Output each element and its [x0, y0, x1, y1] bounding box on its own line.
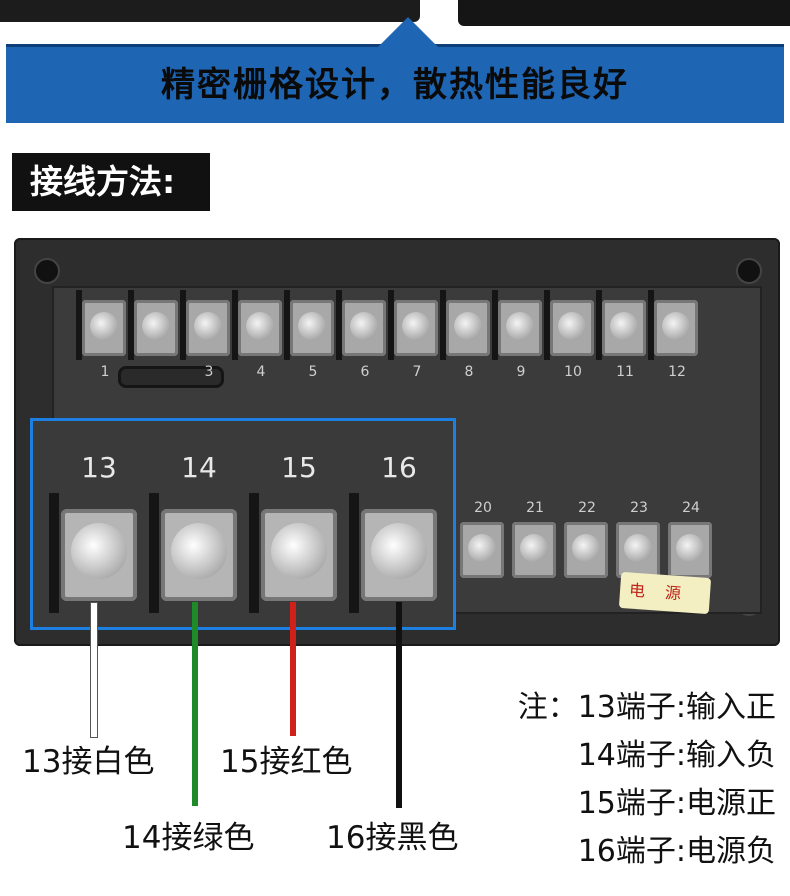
screw-terminal [342, 300, 386, 356]
terminal-divider [544, 290, 550, 360]
terminal-number: 9 [516, 364, 526, 380]
screw-terminal [186, 300, 230, 356]
feature-banner: 精密栅格设计，散热性能良好 [6, 17, 784, 123]
screw-terminal [654, 300, 698, 356]
screw-terminal [498, 300, 542, 356]
black-wire [396, 602, 402, 808]
screw-terminal [82, 300, 126, 356]
terminal-number: 1 [100, 364, 110, 380]
terminal-number: 3 [204, 364, 214, 380]
section-title: 接线方法: [12, 153, 210, 211]
big-screw-terminal [61, 509, 137, 601]
screw-terminal [134, 300, 178, 356]
terminal-number: 4 [256, 364, 266, 380]
terminal-divider [336, 290, 342, 360]
power-sticker: 电源 [618, 571, 712, 615]
banner-text: 精密栅格设计，散热性能良好 [161, 65, 629, 105]
screw-terminal [616, 522, 660, 578]
screw-terminal [550, 300, 594, 356]
screw-terminal [460, 522, 504, 578]
screw-terminal [394, 300, 438, 356]
terminal-divider [128, 290, 134, 360]
screw-terminal [290, 300, 334, 356]
terminal-number: 22 [578, 500, 596, 516]
terminal-divider [388, 290, 394, 360]
note-line-2: 14端子:输入负 [577, 738, 776, 773]
big-screw-terminal [261, 509, 337, 601]
big-terminal-number: 14 [181, 451, 217, 484]
terminal-number: 21 [526, 500, 544, 516]
terminal-number: 20 [474, 500, 492, 516]
terminal-number: 23 [630, 500, 648, 516]
screw-terminal [668, 522, 712, 578]
vent-slot [118, 366, 224, 388]
terminal-divider [49, 493, 59, 613]
device-edge-left [0, 0, 420, 22]
terminal-divider [440, 290, 446, 360]
terminal-divider [492, 290, 498, 360]
screw-terminal [602, 300, 646, 356]
terminal-divider [149, 493, 159, 613]
terminal-divider [249, 493, 259, 613]
terminal-number: 5 [308, 364, 318, 380]
screw-terminal [512, 522, 556, 578]
banner-arrow [378, 17, 438, 47]
note-line-1: 注：13端子:输入正 [517, 690, 776, 725]
terminal-number: 6 [360, 364, 370, 380]
device-edge-right [458, 0, 790, 26]
terminal-divider [180, 290, 186, 360]
terminal-number: 24 [682, 500, 700, 516]
mount-screw-icon [736, 258, 762, 284]
wire-label-16: 16接黑色 [326, 820, 459, 856]
terminal-number: 8 [464, 364, 474, 380]
terminal-divider [349, 493, 359, 613]
big-terminal-number: 15 [281, 451, 317, 484]
terminal-number: 7 [412, 364, 422, 380]
white-wire [90, 602, 98, 738]
terminal-divider [596, 290, 602, 360]
note-line-3: 15端子:电源正 [577, 786, 776, 821]
terminal-divider [76, 290, 82, 360]
power-input-terminal-block: 13 14 15 16 [30, 418, 456, 630]
mount-screw-icon [34, 258, 60, 284]
note-line-4: 16端子:电源负 [577, 834, 776, 869]
wire-label-13: 13接白色 [22, 744, 155, 780]
terminal-number: 12 [668, 364, 686, 380]
screw-terminal [238, 300, 282, 356]
terminal-number: 10 [564, 364, 582, 380]
big-screw-terminal [161, 509, 237, 601]
wire-label-15: 15接红色 [220, 744, 353, 780]
terminal-divider [284, 290, 290, 360]
terminal-divider [648, 290, 654, 360]
screw-terminal [564, 522, 608, 578]
terminal-divider [232, 290, 238, 360]
red-wire [290, 602, 296, 736]
wire-label-14: 14接绿色 [122, 820, 255, 856]
big-screw-terminal [361, 509, 437, 601]
terminal-number: 11 [616, 364, 634, 380]
big-terminal-number: 16 [381, 451, 417, 484]
screw-terminal [446, 300, 490, 356]
big-terminal-number: 13 [81, 451, 117, 484]
green-wire [192, 602, 198, 806]
